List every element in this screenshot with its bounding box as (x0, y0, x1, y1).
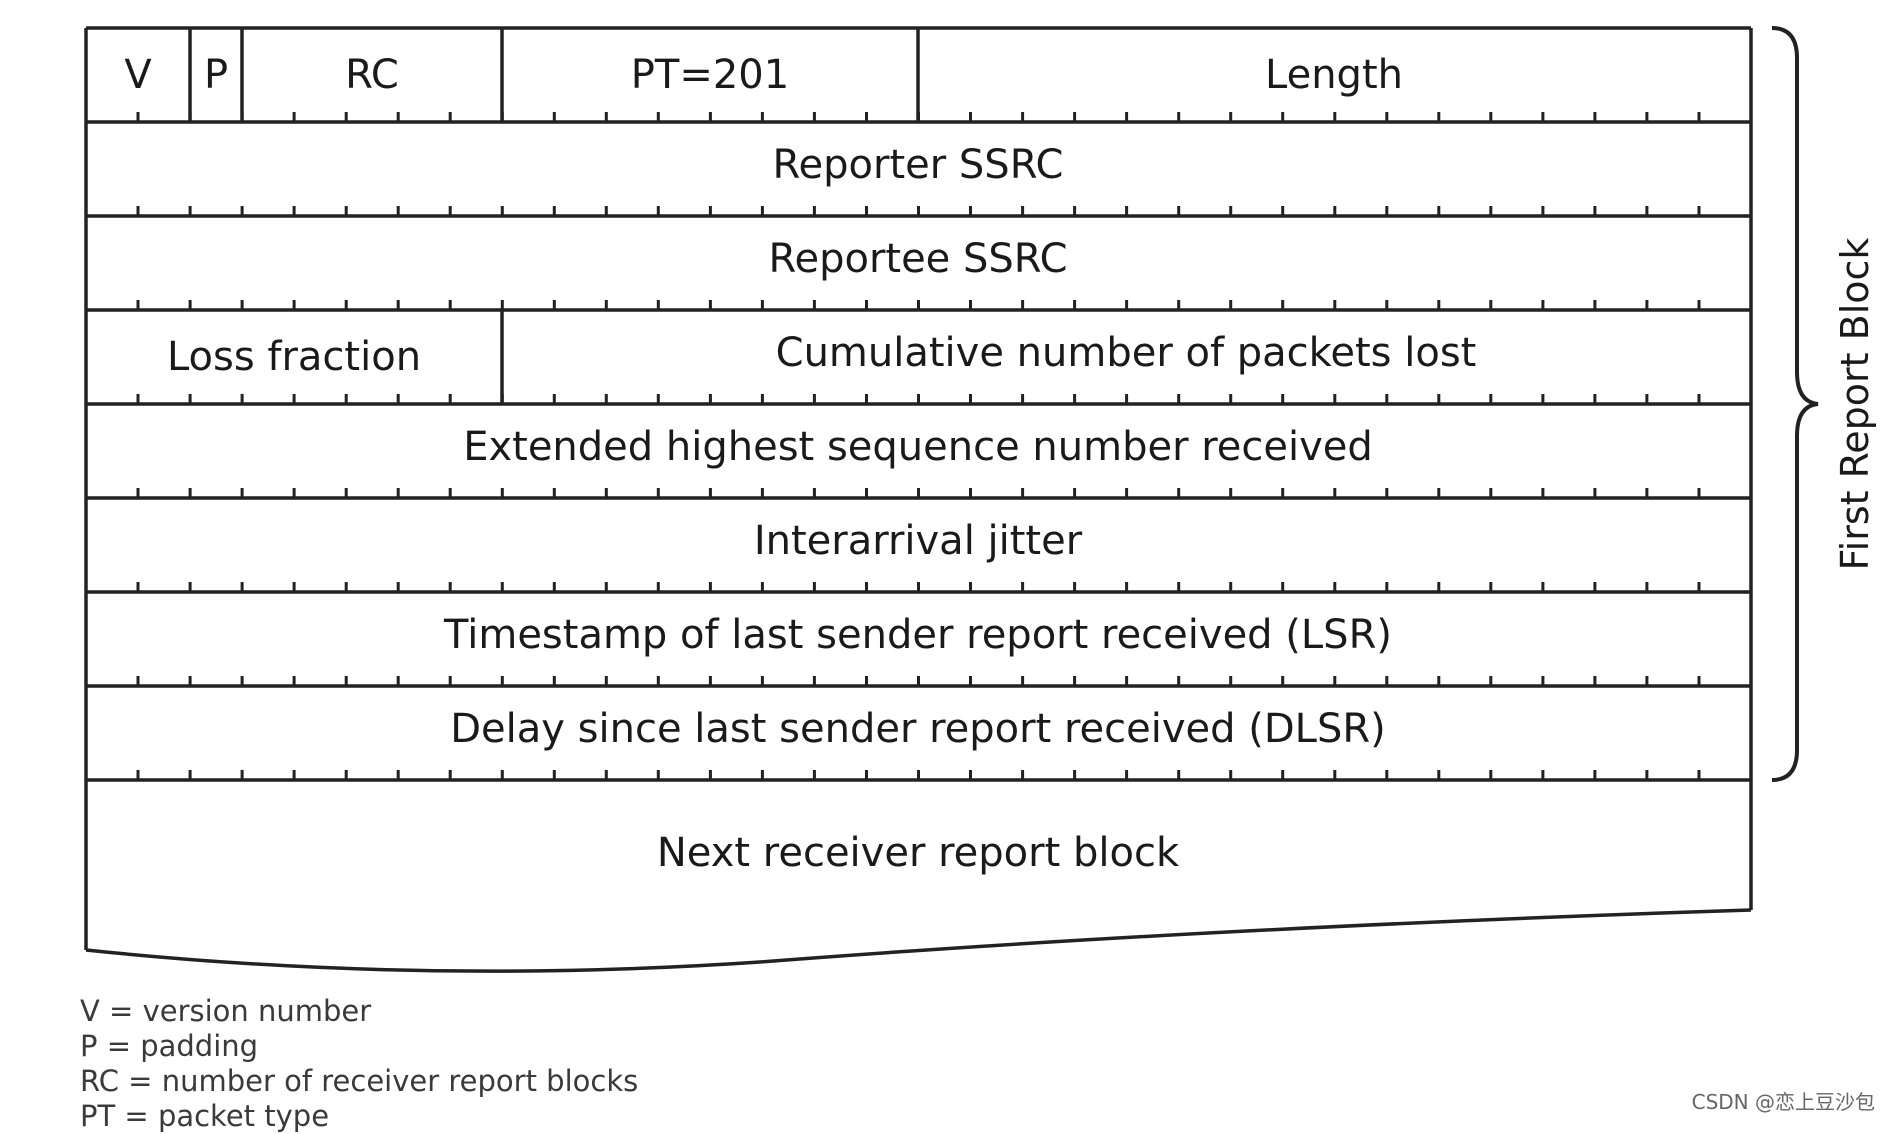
legend-item-p: P = padding (80, 1029, 259, 1063)
field-v: V (124, 52, 152, 98)
field-cumulative-lost: Cumulative number of packets lost (776, 330, 1477, 376)
row-borders (84, 26, 1753, 973)
watermark: CSDN @恋上豆沙包 (1691, 1090, 1875, 1114)
legend-item-rc: RC = number of receiver report blocks (80, 1064, 639, 1098)
field-dlsr: Delay since last sender report received … (450, 706, 1386, 752)
first-report-block-label: First Report Block (1833, 238, 1877, 571)
field-rc: RC (345, 52, 399, 98)
legend-item-v: V = version number (80, 994, 372, 1028)
field-reportee-ssrc: Reportee SSRC (768, 236, 1067, 282)
legend-item-pt: PT = packet type (80, 1099, 330, 1133)
field-lsr: Timestamp of last sender report received… (443, 612, 1392, 658)
field-p: P (204, 52, 228, 98)
field-pt: PT=201 (631, 52, 789, 98)
torn-bottom-edge (85, 908, 1752, 973)
field-interarrival-jitter: Interarrival jitter (754, 518, 1083, 564)
field-next-block: Next receiver report block (657, 830, 1180, 876)
field-reporter-ssrc: Reporter SSRC (773, 142, 1064, 188)
field-loss-fraction: Loss fraction (167, 334, 421, 380)
field-length: Length (1265, 52, 1403, 98)
legend: V = version number P = padding RC = numb… (80, 994, 638, 1134)
first-report-block-brace (1771, 26, 1819, 782)
field-extended-highest-seq: Extended highest sequence number receive… (463, 424, 1373, 470)
